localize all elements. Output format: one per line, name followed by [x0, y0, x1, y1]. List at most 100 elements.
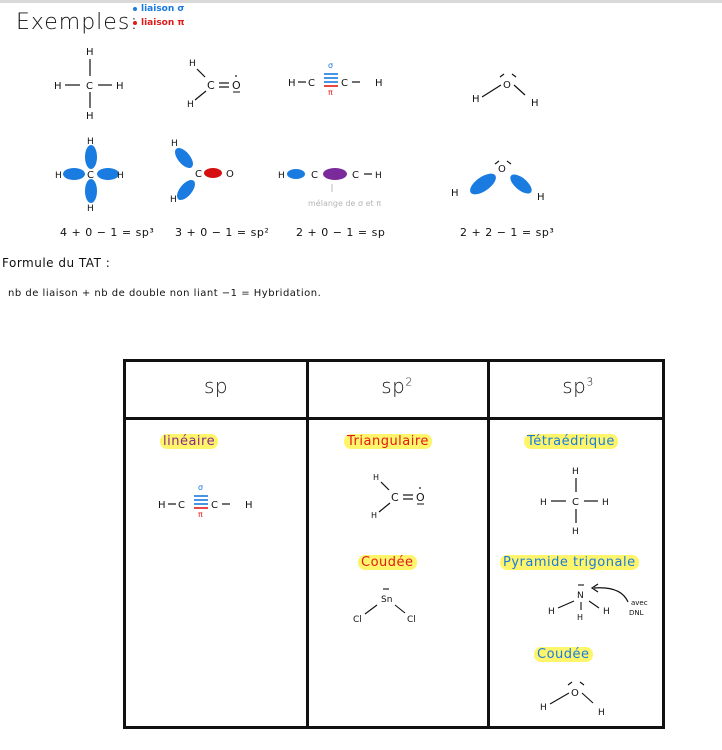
svg-text:C: C	[87, 170, 94, 181]
svg-text:H: H	[288, 78, 296, 89]
svg-text:H: H	[278, 171, 285, 181]
formula-acetylene: 2 + 0 − 1 = sp	[296, 226, 386, 239]
svg-text:C: C	[211, 500, 218, 511]
svg-text:H: H	[158, 500, 166, 511]
svg-text:Sn: Sn	[381, 595, 392, 605]
svg-text:H: H	[373, 473, 379, 482]
water-orbitals: O H H	[451, 160, 545, 203]
legend-pi: liaison π	[133, 18, 185, 28]
svg-text:H: H	[171, 139, 178, 149]
formula-formaldehyde: 3 + 0 − 1 = sp²	[175, 226, 270, 239]
methane-molecule: H H C H H	[540, 467, 609, 537]
geometry-coudee-sp3: Coudée	[534, 647, 593, 662]
tat-rule: nb de liaison + nb de double non liant −…	[8, 288, 322, 299]
svg-text:C: C	[391, 491, 399, 504]
svg-text:O: O	[226, 169, 234, 180]
svg-text:C: C	[311, 170, 318, 181]
svg-text:H: H	[86, 111, 94, 122]
svg-text:H: H	[537, 192, 545, 203]
svg-text:H: H	[572, 527, 579, 537]
svg-text:H: H	[86, 47, 94, 58]
svg-text:H: H	[54, 81, 62, 92]
pi-dot-icon	[133, 20, 137, 25]
svg-text:O: O	[416, 491, 425, 504]
methane-lewis: H H C H H	[54, 47, 124, 122]
svg-text:H: H	[472, 94, 480, 105]
column-divider	[306, 362, 309, 726]
water-molecule: H O H	[540, 681, 605, 718]
svg-text:H: H	[451, 188, 459, 199]
svg-text:DNL: DNL	[629, 609, 644, 617]
svg-text:C: C	[86, 81, 93, 92]
svg-text:σ: σ	[328, 61, 333, 70]
svg-text:C: C	[352, 170, 359, 181]
svg-text:H: H	[540, 703, 547, 713]
svg-text:avec: avec	[631, 599, 648, 607]
hybridization-table: sp sp2 sp3 linéaire H C C H σ π Triangul…	[123, 359, 665, 729]
geometry-tetraedrique: Tétraédrique	[524, 434, 618, 449]
svg-text:C: C	[195, 169, 202, 180]
svg-text:C: C	[341, 78, 348, 89]
svg-text:O: O	[503, 80, 511, 91]
header-divider	[126, 417, 662, 420]
svg-text:C: C	[308, 78, 315, 89]
svg-text:H: H	[87, 137, 94, 147]
svg-text:H: H	[375, 78, 383, 89]
svg-text:Cl: Cl	[407, 615, 416, 625]
svg-text:H: H	[603, 607, 610, 617]
svg-text:C: C	[207, 79, 215, 92]
svg-text:H: H	[602, 498, 609, 508]
svg-text:σ: σ	[198, 483, 203, 492]
svg-text:H: H	[548, 607, 555, 617]
svg-text:H: H	[375, 171, 382, 181]
svg-text:Cl: Cl	[353, 615, 362, 625]
acetylene-orbitals: H C C H mélange de σ et π	[278, 168, 382, 208]
svg-text:H: H	[598, 708, 605, 718]
top-border	[0, 0, 722, 3]
geometry-coudee-sp2: Coudée	[358, 555, 417, 570]
svg-text:O: O	[571, 688, 579, 699]
svg-text:H: H	[371, 511, 377, 520]
nh3-molecule: N H H H avec DNL	[548, 583, 648, 622]
tat-heading: Formule du TAT :	[2, 256, 111, 270]
svg-text:π: π	[198, 510, 203, 519]
page-title: Exemples:	[16, 10, 139, 35]
svg-text:C: C	[178, 500, 185, 511]
formaldehyde-lewis: H H C O	[187, 59, 241, 110]
svg-text:H: H	[187, 100, 194, 110]
acetylene-molecule: H C C H σ π	[158, 483, 253, 519]
methane-orbitals: H H H H C	[55, 137, 124, 214]
svg-text:H: H	[87, 204, 94, 214]
legend-sigma-label: liaison σ	[141, 4, 185, 14]
header-sp: sp	[203, 374, 229, 398]
svg-text:H: H	[189, 59, 196, 69]
svg-text:O: O	[232, 79, 241, 92]
column-divider	[487, 362, 490, 726]
formula-methane: 4 + 0 − 1 = sp³	[60, 226, 155, 239]
svg-text:H: H	[531, 98, 539, 109]
geometry-lineaire: linéaire	[160, 434, 219, 449]
water-lewis: H O H	[472, 73, 539, 109]
svg-text:C: C	[572, 497, 579, 508]
header-sp3: sp3	[562, 374, 594, 398]
svg-text:π: π	[328, 88, 333, 97]
svg-text:H: H	[577, 613, 583, 622]
formula-water: 2 + 2 − 1 = sp³	[460, 226, 555, 239]
geometry-triangulaire: Triangulaire	[344, 434, 432, 449]
svg-text:O: O	[498, 164, 506, 175]
svg-text:H: H	[116, 81, 124, 92]
mix-annotation: mélange de σ et π	[308, 198, 381, 208]
svg-text:N: N	[577, 591, 584, 601]
acetylene-lewis: H C C H σ π	[288, 61, 383, 97]
header-sp2: sp2	[381, 374, 413, 398]
formaldehyde-molecule: H H C O	[371, 473, 425, 520]
svg-text:H: H	[572, 467, 579, 477]
svg-text:H: H	[117, 171, 124, 181]
geometry-pyramide-trigonale: Pyramide trigonale	[500, 555, 639, 570]
svg-text:H: H	[540, 498, 547, 508]
svg-text:H: H	[245, 500, 253, 511]
legend-sigma: liaison σ	[133, 4, 184, 14]
sigma-dot-icon	[133, 6, 137, 11]
formaldehyde-orbitals: H H C O	[170, 139, 234, 205]
svg-text:H: H	[55, 171, 62, 181]
